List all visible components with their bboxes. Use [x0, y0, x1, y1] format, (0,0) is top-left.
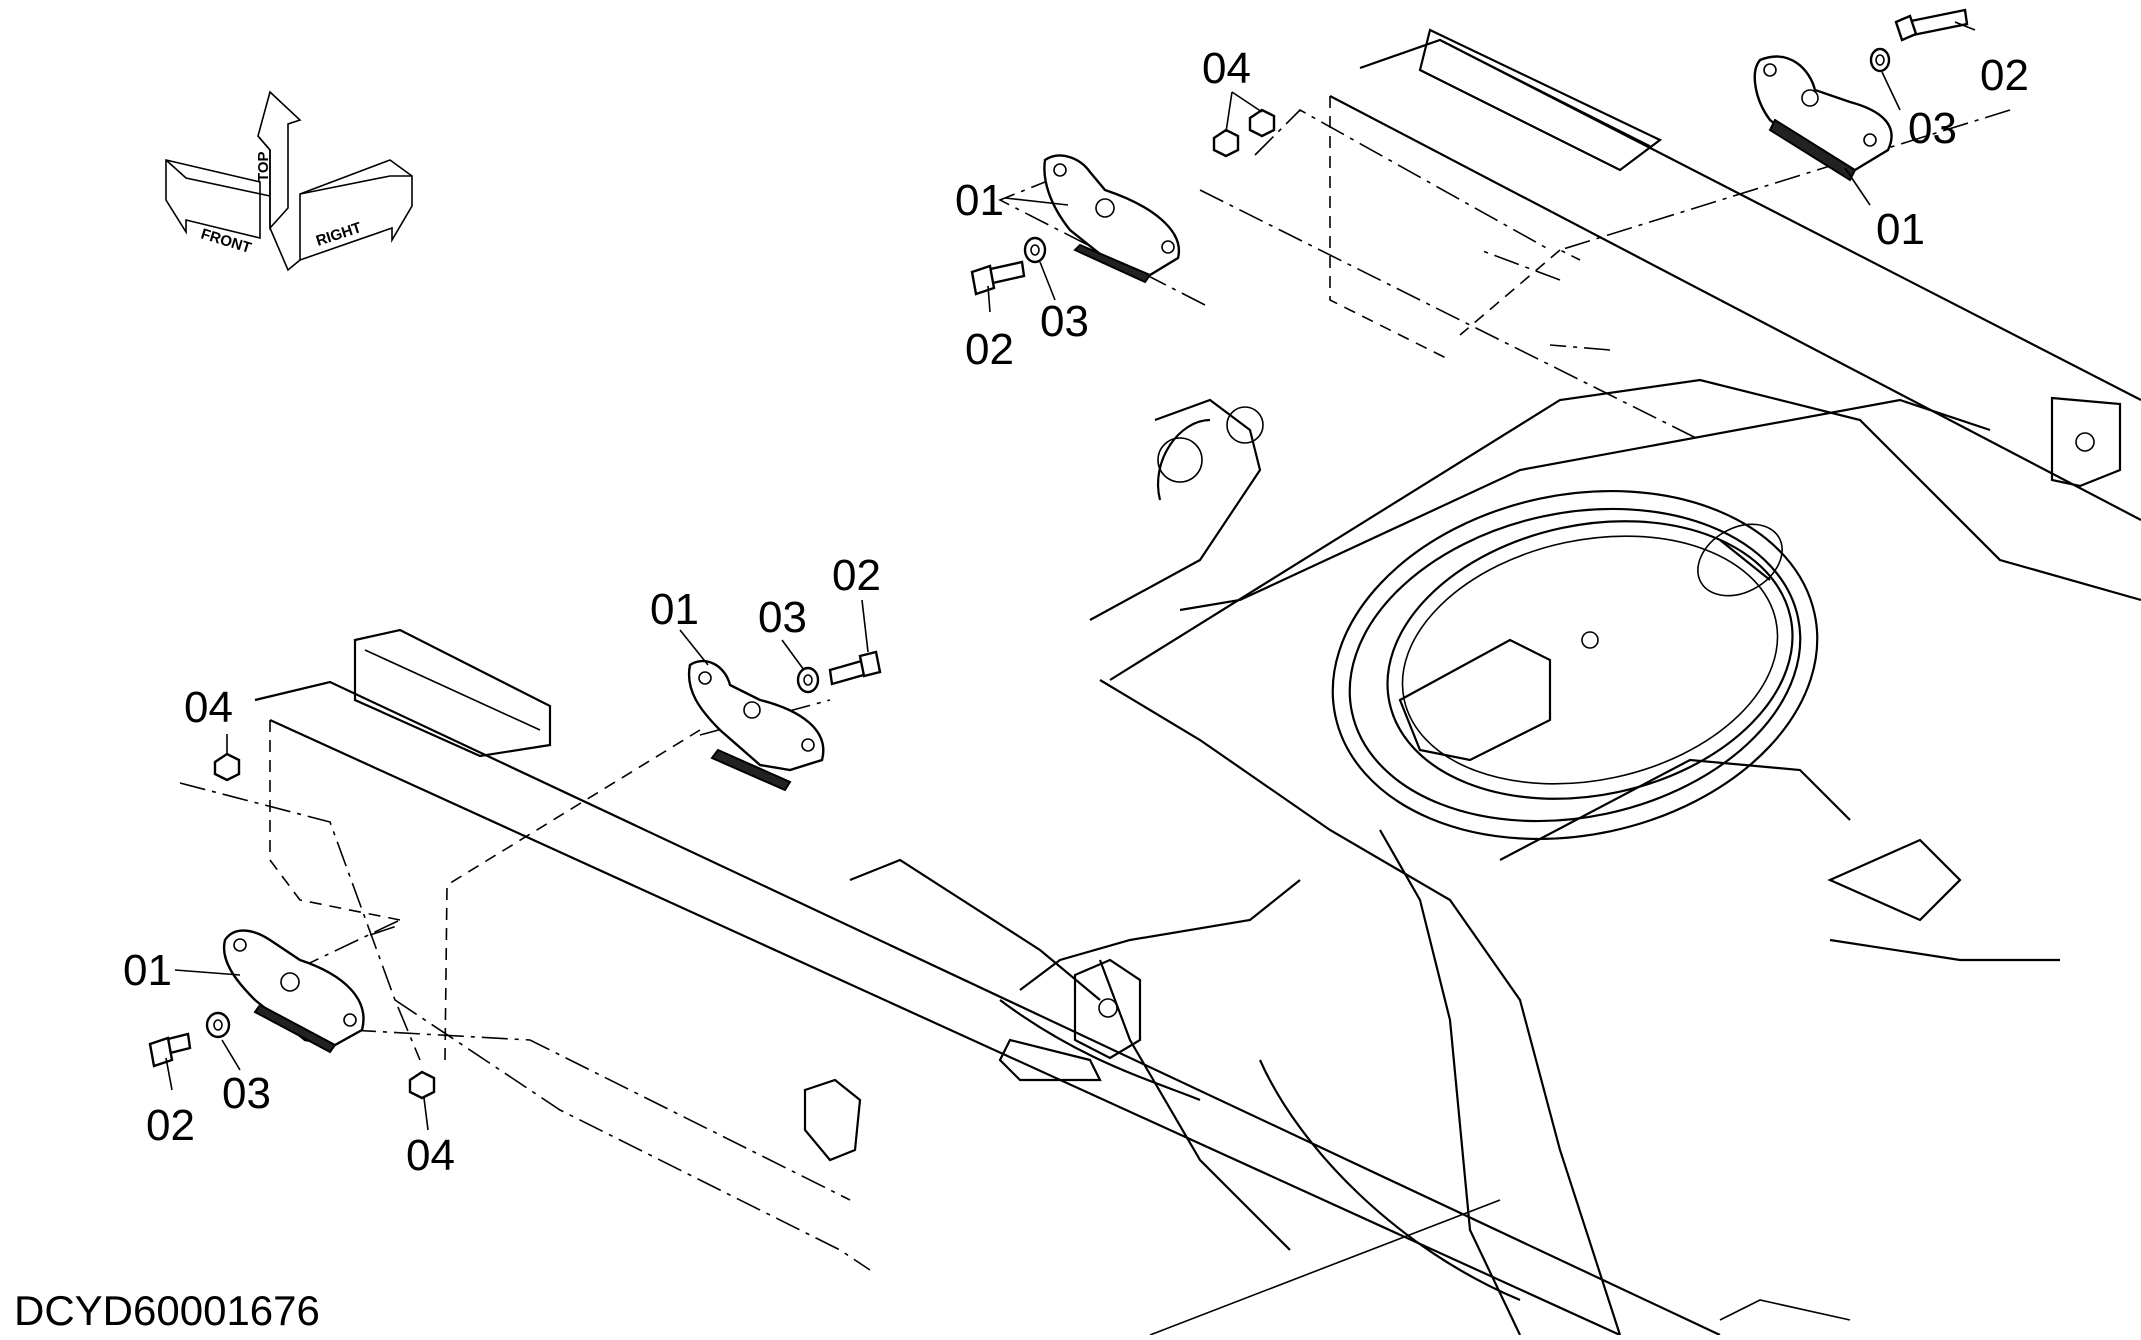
nut-upper-b: [1248, 108, 1276, 138]
callout-bl-04: 04: [406, 1131, 455, 1180]
callout-c-02: 02: [832, 551, 881, 600]
bracket-lower-left: [222, 929, 365, 1054]
bracket-upper-left: [1043, 154, 1181, 284]
callout-tr-01: 01: [1876, 205, 1925, 254]
bracket-center: [687, 659, 825, 792]
callout-tr-04: 04: [1202, 44, 1251, 93]
washer-center: [796, 666, 820, 694]
undercarriage-frame: [254, 28, 2141, 1337]
nut-left: [213, 752, 241, 782]
bolt-upper-left: [970, 260, 1026, 296]
callouts: 04 02 03 01 01 02 03 01 03 02 04 01 02 0…: [123, 44, 2029, 1180]
callout-c-03: 03: [758, 593, 807, 642]
washer-lower-left: [205, 1011, 231, 1039]
callout-c-01: 01: [650, 585, 699, 634]
nut-lower: [408, 1070, 436, 1100]
top-label: TOP: [255, 151, 272, 182]
callout-tr-02: 02: [1980, 51, 2029, 100]
orientation-indicator: FRONT TOP RIGHT: [165, 90, 413, 272]
washer-upper-right: [1869, 47, 1891, 73]
callout-ml-02: 02: [965, 325, 1014, 374]
right-label: RIGHT: [314, 219, 364, 250]
bolt-center: [828, 650, 882, 686]
callout-l-04: 04: [184, 683, 233, 732]
nut-upper-a: [1212, 128, 1240, 158]
bracket-upper-right: [1753, 55, 1893, 182]
callout-ml-03: 03: [1040, 297, 1089, 346]
callout-ml-01: 01: [955, 176, 1004, 225]
drawing-id: DCYD60001676: [14, 1287, 320, 1334]
bolt-lower-left: [148, 1032, 192, 1068]
leader-lines: [165, 21, 1976, 1131]
callout-bl-01: 01: [123, 946, 172, 995]
washer-upper-left: [1023, 236, 1047, 264]
callout-bl-03: 03: [222, 1069, 271, 1118]
callout-bl-02: 02: [146, 1101, 195, 1150]
bolt-upper-right: [1894, 8, 1969, 42]
callout-tr-03: 03: [1908, 104, 1957, 153]
